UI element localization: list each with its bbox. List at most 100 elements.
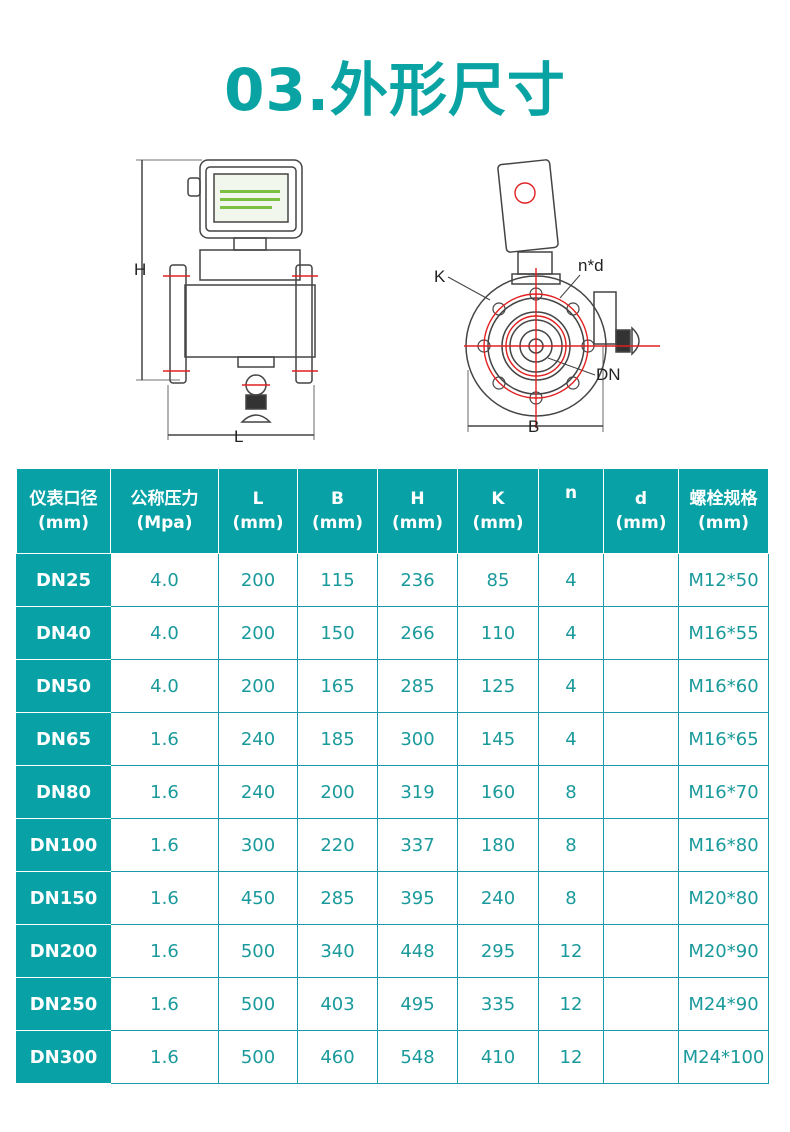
cell-b: 165 [297, 659, 378, 713]
cell-k: 160 [457, 765, 539, 819]
cell-l: 240 [218, 712, 298, 766]
header-d: d(mm) [603, 468, 679, 554]
cell-caliber: DN100 [16, 818, 111, 872]
cell-n: 4 [538, 659, 604, 713]
cell-bolt-spec: M16*60 [678, 659, 769, 713]
cell-d [603, 1030, 679, 1084]
cell-bolt-spec: M20*80 [678, 871, 769, 925]
cell-l: 240 [218, 765, 298, 819]
cell-b: 200 [297, 765, 378, 819]
dimension-label-nd: n*d [578, 256, 604, 275]
cell-n: 8 [538, 818, 604, 872]
cell-d [603, 765, 679, 819]
dimension-label-h: H [134, 260, 147, 279]
cell-h: 337 [377, 818, 458, 872]
cell-d [603, 606, 679, 660]
cell-bolt-spec: M12*50 [678, 553, 769, 607]
cell-l: 500 [218, 924, 298, 978]
cell-d [603, 553, 679, 607]
cell-d [603, 924, 679, 978]
cell-n: 8 [538, 871, 604, 925]
cell-n: 12 [538, 977, 604, 1031]
cell-pressure: 1.6 [110, 818, 219, 872]
cell-b: 285 [297, 871, 378, 925]
page-title: 03.外形尺寸 [224, 56, 566, 124]
cell-caliber: DN200 [16, 924, 111, 978]
cell-n: 4 [538, 553, 604, 607]
cell-b: 115 [297, 553, 378, 607]
cell-h: 236 [377, 553, 458, 607]
cell-d [603, 659, 679, 713]
cell-h: 495 [377, 977, 458, 1031]
cell-k: 295 [457, 924, 539, 978]
cell-l: 300 [218, 818, 298, 872]
cell-n: 8 [538, 765, 604, 819]
cell-bolt-spec: M24*90 [678, 977, 769, 1031]
dimension-label-b: B [528, 417, 540, 436]
cell-caliber: DN65 [16, 712, 111, 766]
cell-d [603, 871, 679, 925]
cell-l: 500 [218, 1030, 298, 1084]
cell-h: 448 [377, 924, 458, 978]
cell-bolt-spec: M24*100 [678, 1030, 769, 1084]
cell-l: 200 [218, 606, 298, 660]
cell-pressure: 4.0 [110, 553, 219, 607]
header-l: L(mm) [218, 468, 298, 554]
cell-bolt-spec: M20*90 [678, 924, 769, 978]
header-b: B(mm) [297, 468, 378, 554]
cell-k: 110 [457, 606, 539, 660]
cell-caliber: DN25 [16, 553, 111, 607]
cell-h: 285 [377, 659, 458, 713]
cell-k: 240 [457, 871, 539, 925]
header-h: H(mm) [377, 468, 458, 554]
dimension-label-dn: DN [596, 365, 621, 384]
front-view-drawing: H L [130, 150, 330, 450]
cell-d [603, 977, 679, 1031]
cell-caliber: DN40 [16, 606, 111, 660]
dimension-label-k: K [434, 267, 446, 286]
cell-l: 450 [218, 871, 298, 925]
cell-caliber: DN250 [16, 977, 111, 1031]
cell-l: 200 [218, 553, 298, 607]
cell-h: 548 [377, 1030, 458, 1084]
cell-k: 125 [457, 659, 539, 713]
cell-b: 340 [297, 924, 378, 978]
cell-l: 500 [218, 977, 298, 1031]
cell-h: 395 [377, 871, 458, 925]
header-caliber: 仪表口径(mm) [16, 468, 111, 554]
cell-n: 12 [538, 924, 604, 978]
side-view-drawing: K n*d DN B [420, 150, 670, 450]
cell-pressure: 1.6 [110, 977, 219, 1031]
cell-h: 319 [377, 765, 458, 819]
cell-caliber: DN150 [16, 871, 111, 925]
cell-n: 12 [538, 1030, 604, 1084]
cell-b: 220 [297, 818, 378, 872]
cell-pressure: 1.6 [110, 712, 219, 766]
cell-b: 460 [297, 1030, 378, 1084]
cell-n: 4 [538, 606, 604, 660]
header-pressure: 公称压力(Mpa) [110, 468, 219, 554]
cell-k: 410 [457, 1030, 539, 1084]
dimension-label-l: L [234, 427, 244, 446]
dimension-spec-table: 仪表口径(mm) 公称压力(Mpa) L(mm) B(mm) H(mm) K(m… [16, 468, 769, 1084]
cell-n: 4 [538, 712, 604, 766]
cell-bolt-spec: M16*55 [678, 606, 769, 660]
header-n: n [538, 468, 604, 554]
cell-bolt-spec: M16*80 [678, 818, 769, 872]
cell-d [603, 712, 679, 766]
cell-k: 335 [457, 977, 539, 1031]
cell-pressure: 1.6 [110, 871, 219, 925]
cell-d [603, 818, 679, 872]
flowmeter-front-icon [136, 159, 318, 440]
header-bolt-spec: 螺栓规格(mm) [678, 468, 769, 554]
cell-pressure: 1.6 [110, 765, 219, 819]
